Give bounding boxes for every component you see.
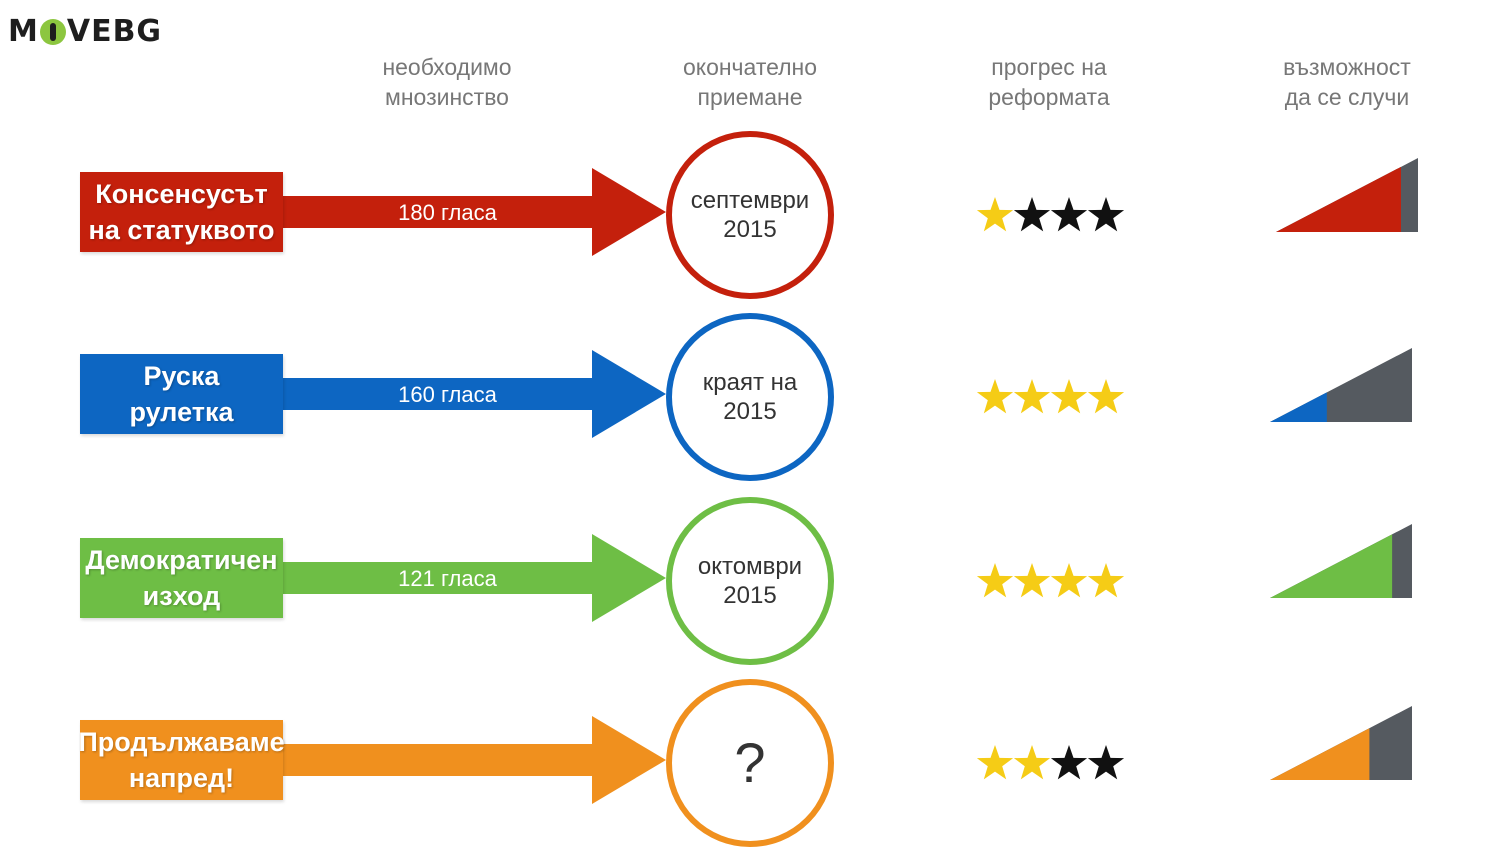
progress-stars [976,745,1125,780]
scenario-label-line: напред! [128,763,235,793]
header-possibility: възможност да се случи [1247,52,1447,112]
wedge-fill [1276,166,1401,232]
star-filled-icon [1013,379,1051,414]
star-empty-icon [1087,197,1125,232]
star-filled-icon [976,197,1014,232]
header-reform-progress: прогрес на реформата [949,52,1149,112]
movebg-logo: M VEBG [8,14,162,49]
progress-stars [976,197,1125,232]
date-line: 2015 [723,398,777,425]
adoption-date-circle: ? [666,679,834,847]
header-line: реформата [988,84,1110,110]
scenario-label-box: Консенсусът на статуквото [80,172,283,252]
star-filled-icon [1087,379,1125,414]
arrow-shape [280,350,666,438]
star-filled-icon [976,379,1014,414]
progress-stars [976,563,1125,598]
votes-label: 180 гласа [398,200,497,225]
header-line: прогрес на [991,54,1107,80]
progress-stars [976,379,1125,414]
header-required-majority: необходимо мнозинство [347,52,547,112]
arrow-shape [280,716,666,804]
wedge-fill [1270,534,1393,598]
header-line: мнозинство [385,84,509,110]
date-line: септември [690,187,810,214]
arrow-shape [280,534,666,622]
star-filled-icon [1050,563,1088,598]
possibility-wedge [1270,348,1412,422]
possibility-wedge [1270,706,1412,780]
wedge-fill [1270,392,1327,422]
scenario-row-democratic-exit: Демократичен изход 121 гласа октомври 20… [0,494,1500,665]
scenario-label-box: Демократичен изход [80,538,283,618]
star-filled-icon [976,563,1014,598]
scenario-label-line: Демократичен [85,545,278,575]
arrow-shape [280,168,666,256]
adoption-date-circle: краят на 2015 [666,313,834,481]
star-empty-icon [1050,197,1088,232]
scenario-label-line: Консенсусът [95,179,268,209]
scenario-label-line: Руска [143,361,220,391]
scenario-label-box: Руска рулетка [80,354,283,434]
arrow-0 [280,168,666,256]
possibility-wedge [1276,158,1418,232]
header-line: приемане [697,84,803,110]
scenario-label-box: Продължаваме напред! [78,720,285,800]
scenario-label-line: на статуквото [88,215,275,245]
star-filled-icon [1087,563,1125,598]
header-line: необходимо [382,54,512,80]
header-final-adoption: окончателно приемане [650,52,850,112]
arrow-1 [280,350,666,438]
star-filled-icon [1013,563,1051,598]
possibility-wedge [1270,524,1412,598]
star-filled-icon [976,745,1014,780]
scenario-row-moving-forward: Продължаваме напред! ? [0,676,1500,847]
star-empty-icon [1087,745,1125,780]
scenario-label-line: изход [142,581,221,611]
header-line: възможност [1283,54,1411,80]
header-line: окончателно [682,54,818,80]
date-line: 2015 [723,216,777,243]
header-line: да се случи [1284,84,1410,110]
star-filled-icon [1013,745,1051,780]
votes-label: 121 гласа [398,566,497,591]
arrow-2 [280,534,666,622]
star-filled-icon [1050,379,1088,414]
wedge-fill [1270,728,1370,780]
votes-label: 160 гласа [398,382,497,407]
logo-right: VEBG [66,14,163,49]
logo-o-icon [39,18,66,45]
date-line: ? [734,731,766,794]
date-line: 2015 [723,582,777,609]
adoption-date-circle: септември 2015 [666,131,834,299]
scenario-label-line: Продължаваме [78,727,285,757]
star-empty-icon [1013,197,1051,232]
date-line: октомври [697,553,803,580]
arrow-3 [280,716,666,804]
scenario-row-status-quo: Консенсусът на статуквото 180 гласа септ… [0,128,1500,299]
wedge-background [1270,348,1412,422]
date-line: краят на [702,369,798,396]
scenario-label-line: рулетка [129,397,234,427]
adoption-date-circle: октомври 2015 [666,497,834,665]
scenario-row-russian-roulette: Руска рулетка 160 гласа краят на 2015 [0,310,1500,481]
logo-left: M [8,14,39,49]
star-empty-icon [1050,745,1088,780]
